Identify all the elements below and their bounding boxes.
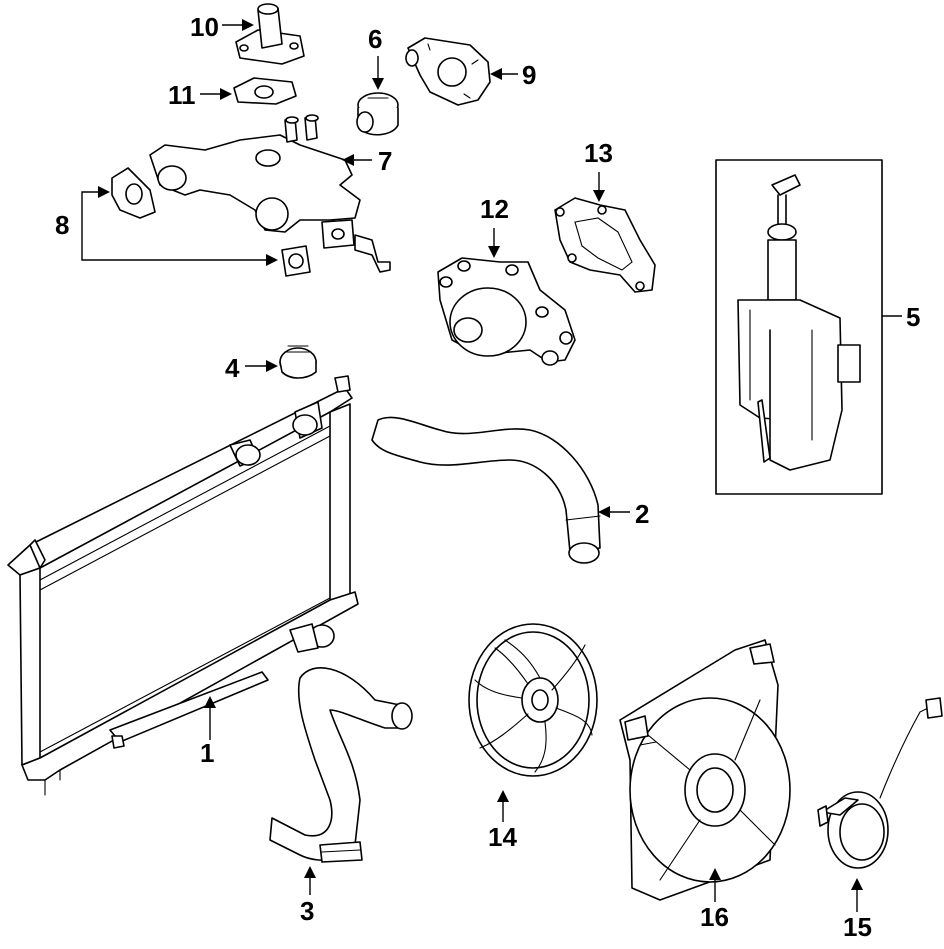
lower-hose[interactable] [269, 667, 413, 863]
leader-1 [204, 696, 216, 740]
callout-4: 4 [225, 353, 240, 383]
leader-11 [200, 88, 232, 100]
gasket-square[interactable] [281, 245, 311, 277]
callout-2: 2 [635, 499, 649, 529]
callout-11: 11 [168, 80, 196, 110]
pump-gasket[interactable] [554, 197, 656, 293]
callout-13: 13 [584, 138, 613, 168]
callout-5: 5 [906, 302, 920, 332]
leader-7 [342, 154, 372, 166]
thermostat-housing[interactable] [149, 114, 391, 273]
callout-8: 8 [55, 210, 69, 240]
leader-15 [851, 878, 863, 912]
callout-3: 3 [300, 896, 314, 926]
leader-16 [709, 868, 721, 902]
gasket-flange[interactable] [111, 167, 156, 219]
callout-16: 16 [700, 902, 729, 932]
leader-4 [245, 360, 278, 372]
fan-motor[interactable] [817, 697, 943, 869]
reservoir[interactable] [715, 159, 883, 495]
callout-9: 9 [522, 60, 536, 90]
upper-hose[interactable] [371, 416, 601, 564]
radiator-cap[interactable] [279, 345, 317, 379]
callout-7: 7 [378, 146, 392, 176]
leader-10 [222, 19, 254, 31]
fan-shroud[interactable] [619, 639, 791, 901]
callout-1: 1 [200, 738, 214, 768]
leader-8 [81, 186, 278, 266]
water-outlet[interactable] [235, 3, 305, 65]
callout-6: 6 [368, 24, 382, 54]
thermostat-cover[interactable] [405, 37, 491, 106]
radiator[interactable] [7, 375, 359, 796]
outlet-gasket[interactable] [233, 77, 297, 105]
callout-10: 10 [190, 12, 219, 42]
callout-14: 14 [488, 822, 517, 852]
leader-12 [488, 228, 500, 258]
callout-15: 15 [843, 912, 872, 942]
thermostat[interactable] [356, 92, 399, 136]
leader-2 [598, 506, 630, 518]
callout-12: 12 [480, 194, 509, 224]
water-pump[interactable] [437, 257, 576, 366]
fan-blade[interactable] [468, 623, 598, 777]
reservoir-frame [715, 159, 883, 495]
leader-13 [593, 172, 605, 202]
leader-9 [490, 68, 518, 80]
leader-14 [497, 790, 509, 822]
leader-6 [372, 56, 384, 90]
leader-3 [304, 866, 316, 895]
